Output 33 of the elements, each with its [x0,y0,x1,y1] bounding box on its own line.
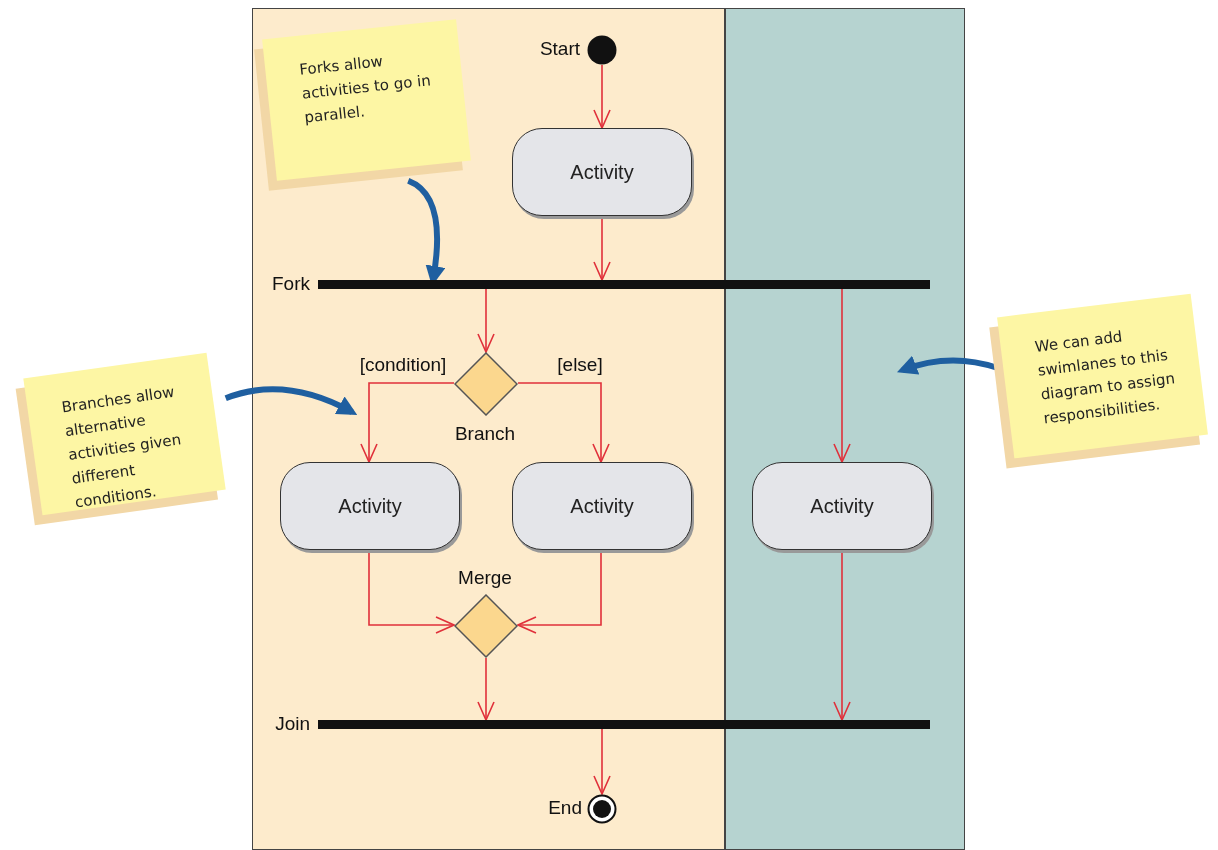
note-text: We can add swimlanes to this diagram to assign responsibilities. [1033,326,1177,430]
activity-label: Activity [570,494,634,518]
activity-label: Activity [338,494,402,518]
activity-box [752,462,932,550]
node-label: Fork [272,273,310,295]
arrow [593,728,611,795]
activity-label: Activity [810,494,874,518]
node-label: End [548,797,582,819]
sync-bar [318,720,930,729]
arrow [833,288,851,463]
sync-bar [318,280,930,289]
note-text: Forks allow activities to go in parallel. [298,51,433,129]
swimlane [725,8,965,850]
callout-arrow [224,386,358,415]
activity-label: Activity [570,160,634,184]
note-text: Branches allow alternative activities given different conditions. [60,381,184,514]
arrow [593,64,611,129]
activity-box [280,462,460,550]
node-label: Merge [457,567,513,589]
arrow [477,657,495,721]
end-node [587,794,617,824]
activity-box [512,462,692,550]
arrow [360,382,455,463]
arrow [517,382,610,463]
decision-diamond [454,594,518,658]
arrow [477,288,495,353]
swimlane [252,8,725,850]
node-label: Branch [453,423,517,445]
start-node [587,35,617,65]
decision-diamond [454,352,518,416]
node-label: Join [275,713,310,735]
node-label: Start [539,38,580,60]
activity-box [512,128,692,216]
